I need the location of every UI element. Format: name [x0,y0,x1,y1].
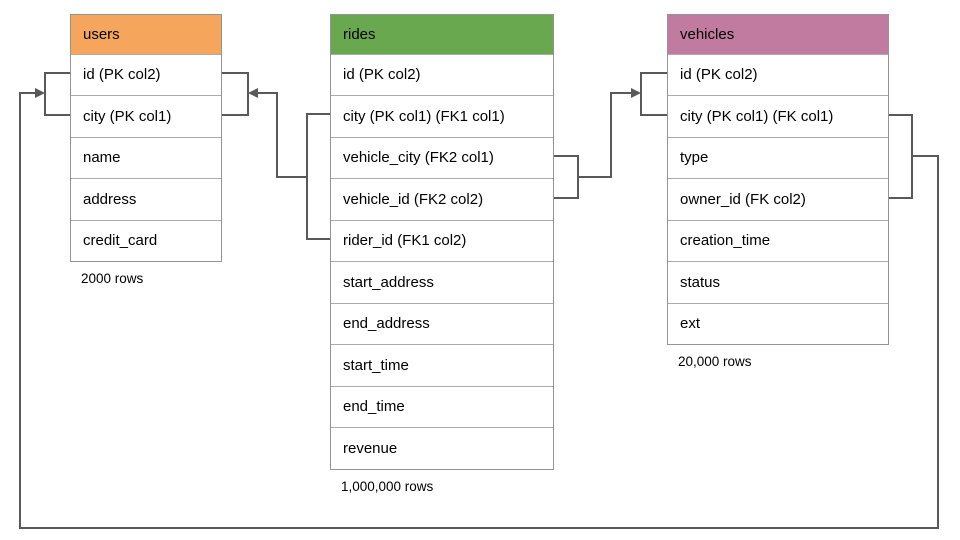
column-label: status [680,273,721,291]
table-row: revenue [331,427,553,469]
table-vehicles: vehicles id (PK col2) city (PK col1) (FK … [667,14,889,369]
table-row: city (PK col1) (FK1 col1) [331,95,553,137]
vehicles-fk-connector-line [19,92,939,529]
fk1-connector-line [258,92,307,178]
table-row: start_address [331,261,553,303]
table-title: rides [343,25,376,43]
table-rides-header: rides [331,15,553,54]
table-row: start_time [331,344,553,386]
table-row: type [668,136,888,178]
column-label: vehicle_city (FK2 col1) [343,149,494,167]
column-label: rider_id (FK1 col2) [343,232,467,250]
column-label: address [83,190,137,208]
column-label: vehicle_id (FK2 col2) [343,190,484,208]
table-row: rider_id (FK1 col2) [331,219,553,261]
table-rides-rowcount: 1,000,000 rows [341,478,434,494]
vehicles-pk-left-bracket [640,72,667,116]
column-label: ext [680,315,701,333]
table-row: owner_id (FK col2) [668,178,888,220]
table-rides: rides id (PK col2) city (PK col1) (FK1 co… [330,14,554,494]
fk2-connector-line [578,92,631,178]
column-label: city (PK col1) (FK1 col1) [343,107,505,125]
table-row: address [71,178,221,220]
column-label: creation_time [680,232,771,250]
column-label: start_address [343,273,434,291]
table-users-header: users [71,15,221,54]
table-vehicles-header: vehicles [668,15,888,54]
table-row: end_time [331,385,553,427]
column-label: type [680,149,709,167]
table-row: credit_card [71,219,221,261]
table-row: creation_time [668,219,888,261]
fk1-rides-to-users-connector [222,72,330,240]
column-label: end_time [343,398,405,416]
users-pk-right-bracket [222,72,249,116]
column-label: id (PK col2) [680,66,758,84]
table-row: vehicle_city (FK2 col1) [331,136,553,178]
table-row: end_address [331,302,553,344]
users-pk-left-bracket [44,72,70,116]
table-title: users [83,25,120,43]
column-label: city (PK col1) (FK col1) [680,107,834,125]
table-rides-columns: id (PK col2) city (PK col1) (FK1 col1) veh… [331,53,553,469]
column-label: revenue [343,439,398,457]
table-row: id (PK col2) [71,53,221,95]
table-row: name [71,136,221,178]
table-users-rowcount: 2000 rows [81,271,144,286]
table-row: city (PK col1) [71,95,221,137]
column-label: id (PK col2) [343,66,421,84]
column-label: id (PK col2) [83,66,161,84]
fk2-rides-to-vehicles-connector [554,72,667,199]
table-vehicles-box: vehicles id (PK col2) city (PK col1) (FK … [667,14,889,345]
table-row: vehicle_id (FK2 col2) [331,178,553,220]
table-vehicles-rowcount: 20,000 rows [678,354,752,369]
table-vehicles-columns: id (PK col2) city (PK col1) (FK col1) type… [668,53,888,344]
fk2-arrowhead-icon [631,88,641,98]
column-label: owner_id (FK col2) [680,190,806,208]
vehicles-fk-arrowhead-icon [35,88,45,98]
column-label: start_time [343,356,409,374]
column-label: end_address [343,315,430,333]
vehicles-fk-bracket [889,114,913,199]
table-users-columns: id (PK col2) city (PK col1) name address cre… [71,53,221,261]
column-label: city (PK col1) [83,107,172,125]
column-label: name [83,149,121,167]
table-row: ext [668,302,888,344]
fk1-arrowhead-icon [248,88,258,98]
table-rides-box: rides id (PK col2) city (PK col1) (FK1 co… [330,14,554,470]
table-users: users id (PK col2) city (PK col1) name addr… [70,14,222,286]
table-row: id (PK col2) [331,53,553,95]
table-row: status [668,261,888,303]
table-users-box: users id (PK col2) city (PK col1) name addr… [70,14,222,262]
fk-vehicles-to-users-connector [19,72,939,529]
rides-fk1-bracket [306,113,330,240]
rides-fk2-bracket [554,155,579,199]
column-label: credit_card [83,232,158,250]
table-title: vehicles [680,25,735,43]
table-row: id (PK col2) [668,53,888,95]
table-row: city (PK col1) (FK col1) [668,95,888,137]
